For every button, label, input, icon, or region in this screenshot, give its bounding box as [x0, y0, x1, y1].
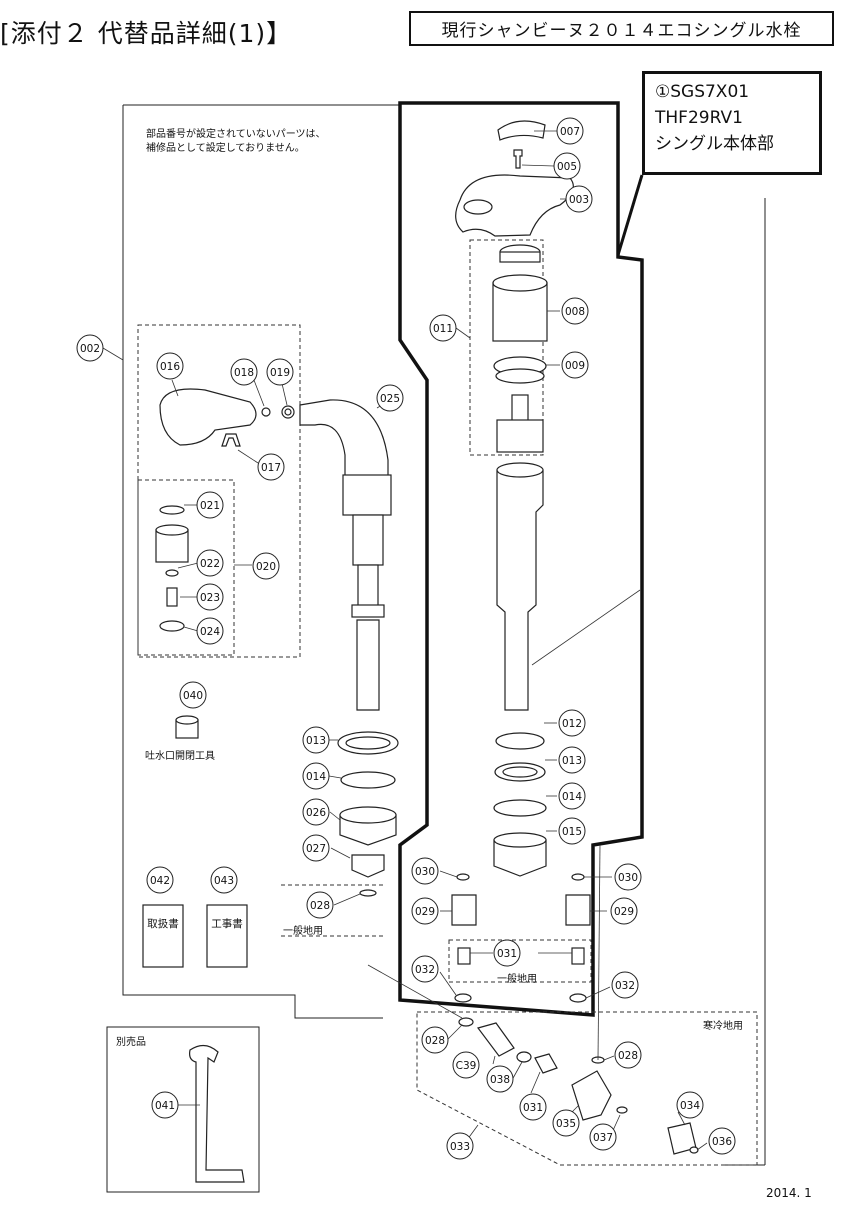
part-number-038: 038 [490, 1074, 510, 1086]
part-number-023: 023 [200, 592, 220, 604]
handle-group-box [137, 324, 301, 658]
part-connector-029a [451, 894, 477, 926]
part-number-014a: 014 [306, 771, 326, 783]
part-number-027: 027 [306, 843, 326, 855]
part-number-033: 033 [450, 1141, 470, 1153]
part-body-column [496, 469, 544, 711]
part-lever-003 [455, 174, 574, 237]
cartridge-group-box [469, 239, 544, 456]
part-number-011: 011 [433, 323, 453, 335]
manual-label: 取扱書 [147, 917, 179, 930]
part-number-002: 002 [80, 343, 100, 355]
note-text: 部品番号が設定されていないパーツは、 補修品として設定しておりません。 [146, 129, 326, 154]
outer-frame [122, 105, 383, 1019]
part-number-021: 021 [200, 500, 220, 512]
model-callout: ①SGS7X01 THF29RV1 シングル本体部 [642, 71, 822, 175]
part-number-035: 035 [556, 1118, 576, 1130]
part-number-034: 034 [680, 1100, 700, 1112]
part-number-036: 036 [712, 1136, 732, 1148]
aerator-group-box [137, 479, 235, 656]
spout-tool-label: 吐水口開閉工具 [145, 751, 215, 762]
general-area-label-center: 一般地用 [497, 974, 537, 985]
part-number-c39: C39 [456, 1060, 477, 1072]
body-section-outline [398, 101, 644, 1017]
part-number-012: 012 [562, 718, 582, 730]
part-cap-007 [497, 120, 546, 141]
part-number-032b: 032 [615, 980, 635, 992]
part-number-022: 022 [200, 558, 220, 570]
part-handle-016 [159, 388, 257, 446]
part-oring-021 [159, 505, 185, 515]
construction-manual-label: 工事書 [211, 917, 243, 930]
part-number-016: 016 [160, 361, 180, 373]
part-spout-025 [299, 399, 389, 479]
part-number-037: 037 [593, 1132, 613, 1144]
part-number-018: 018 [234, 367, 254, 379]
part-number-013a: 013 [306, 735, 326, 747]
part-number-031b: 031 [523, 1102, 543, 1114]
part-number-030b: 030 [618, 872, 638, 884]
part-number-008: 008 [565, 306, 585, 318]
part-connector-029b [565, 894, 591, 926]
part-number-025: 025 [380, 393, 400, 405]
general-area-box [448, 939, 592, 983]
part-number-028a: 028 [310, 900, 330, 912]
part-ring-014b [493, 799, 547, 817]
sold-separately-box [106, 1026, 260, 1193]
callout-description: シングル本体部 [655, 134, 774, 154]
part-number-029a: 029 [415, 906, 435, 918]
cold-area-label: 寒冷地用 [703, 1021, 743, 1032]
part-clip-017 [221, 433, 241, 447]
part-number-030a: 030 [415, 866, 435, 878]
part-number-042: 042 [150, 875, 170, 887]
part-number-028b: 028 [425, 1035, 445, 1047]
part-number-041: 041 [155, 1100, 175, 1112]
booklet-043 [206, 904, 248, 968]
part-number-031a: 031 [497, 948, 517, 960]
callout-part-code: THF29RV1 [655, 108, 743, 128]
part-number-043: 043 [214, 875, 234, 887]
part-number-005: 005 [557, 161, 577, 173]
part-number-040: 040 [183, 690, 203, 702]
page-title: [添付２ 代替品詳細(1)】 [0, 19, 293, 48]
part-number-013b: 013 [562, 755, 582, 767]
part-screw-005 [513, 149, 523, 169]
part-number-007: 007 [560, 126, 580, 138]
part-number-029b: 029 [614, 906, 634, 918]
part-031-cold [534, 1053, 558, 1074]
part-nut-027 [351, 854, 385, 878]
part-number-015: 015 [562, 826, 582, 838]
footer-date: 2014. 1 [766, 1186, 812, 1200]
part-ring-014a [340, 771, 396, 789]
part-number-003: 003 [569, 194, 589, 206]
part-number-024: 024 [200, 626, 220, 638]
general-area-label-left: 一般地用 [283, 926, 323, 937]
part-number-009: 009 [565, 360, 585, 372]
part-sleeve-008 [492, 282, 548, 342]
model-name-box: 現行シャンビーヌ２０１４エコシングル水栓 [409, 11, 834, 46]
part-number-017: 017 [261, 462, 281, 474]
sold-separately-label: 別売品 [116, 1037, 146, 1048]
part-number-019: 019 [270, 367, 290, 379]
part-cartridge [496, 419, 544, 453]
part-number-028c: 028 [618, 1050, 638, 1062]
part-number-026: 026 [306, 807, 326, 819]
part-ring-012 [495, 732, 545, 750]
part-wrench-041 [189, 1044, 245, 1183]
part-number-032a: 032 [415, 964, 435, 976]
part-number-020: 020 [256, 561, 276, 573]
part-c39 [476, 1022, 515, 1057]
booklet-042 [142, 904, 184, 968]
cold-area-box [416, 1011, 758, 1166]
part-tee-035 [571, 1070, 612, 1121]
part-number-014b: 014 [562, 791, 582, 803]
callout-model-code: ①SGS7X01 [655, 82, 750, 102]
